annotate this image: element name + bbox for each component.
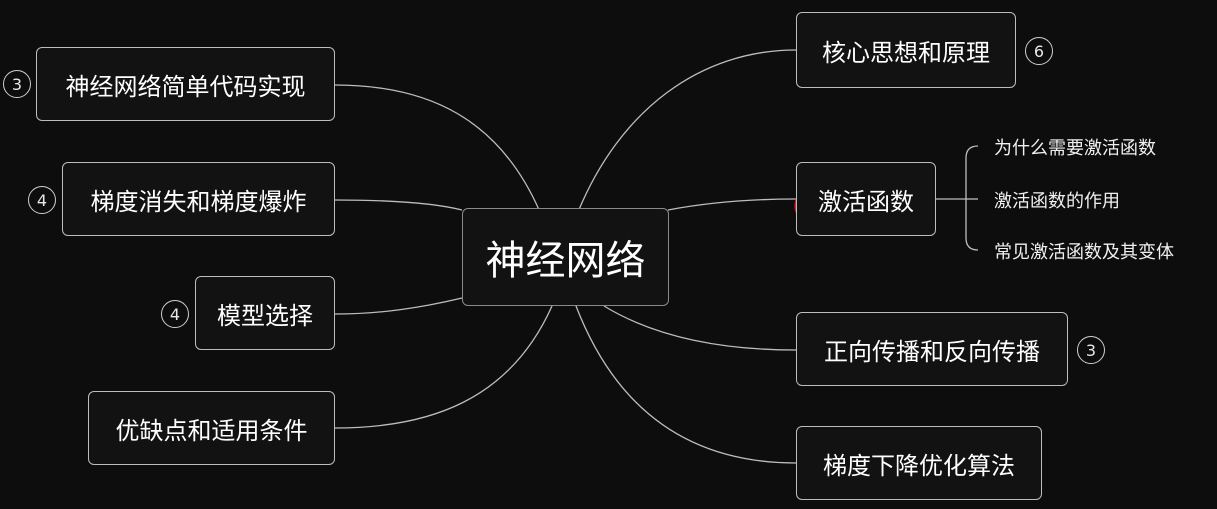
node-vanishing-exploding-gradients[interactable]: 梯度消失和梯度爆炸 (62, 162, 335, 236)
node-model-selection[interactable]: 模型选择 (195, 276, 335, 350)
connector-line-left-1 (334, 84, 541, 213)
connector-line-right-3 (603, 305, 797, 351)
node-gradient-descent-optimization[interactable]: 梯度下降优化算法 (796, 426, 1042, 500)
node-activation-function[interactable]: 激活函数 (796, 162, 936, 236)
count-badge[interactable]: 4 (28, 186, 56, 214)
node-label: 梯度下降优化算法 (823, 451, 1015, 480)
count-badge[interactable]: 6 (1025, 37, 1053, 65)
connector-line-right-1 (577, 49, 797, 213)
connector-line-left-4 (334, 305, 553, 429)
subtopic-why-activation[interactable]: 为什么需要激活函数 (994, 138, 1156, 159)
connector-line-left-2 (334, 199, 463, 211)
center-node[interactable]: 神经网络 (462, 208, 669, 306)
node-core-idea-principle[interactable]: 核心思想和原理 (796, 12, 1016, 88)
count-badge[interactable]: 4 (161, 300, 189, 328)
count-badge[interactable]: 3 (1077, 336, 1105, 364)
count-badge[interactable]: 3 (3, 70, 31, 98)
node-label: 优缺点和适用条件 (115, 416, 308, 445)
connector-line-right-4 (575, 305, 797, 464)
subtopic-activation-role[interactable]: 激活函数的作用 (994, 191, 1120, 212)
node-label: 模型选择 (217, 301, 313, 330)
center-node-label: 神经网络 (485, 238, 646, 284)
activation-branch-bracket (965, 145, 979, 251)
node-pros-cons-conditions[interactable]: 优缺点和适用条件 (88, 391, 335, 465)
node-label: 核心思想和原理 (822, 38, 990, 67)
node-label: 激活函数 (818, 187, 914, 216)
node-simple-code-implementation[interactable]: 神经网络简单代码实现 (36, 47, 335, 121)
node-forward-backward-propagation[interactable]: 正向传播和反向传播 (796, 312, 1068, 386)
node-label: 正向传播和反向传播 (824, 337, 1040, 366)
subtopic-common-activations[interactable]: 常见激活函数及其变体 (994, 242, 1174, 263)
connector-line-right-2 (667, 198, 797, 211)
node-label: 梯度消失和梯度爆炸 (90, 187, 307, 216)
node-label: 神经网络简单代码实现 (65, 72, 306, 101)
connector-line-left-3 (334, 297, 463, 315)
